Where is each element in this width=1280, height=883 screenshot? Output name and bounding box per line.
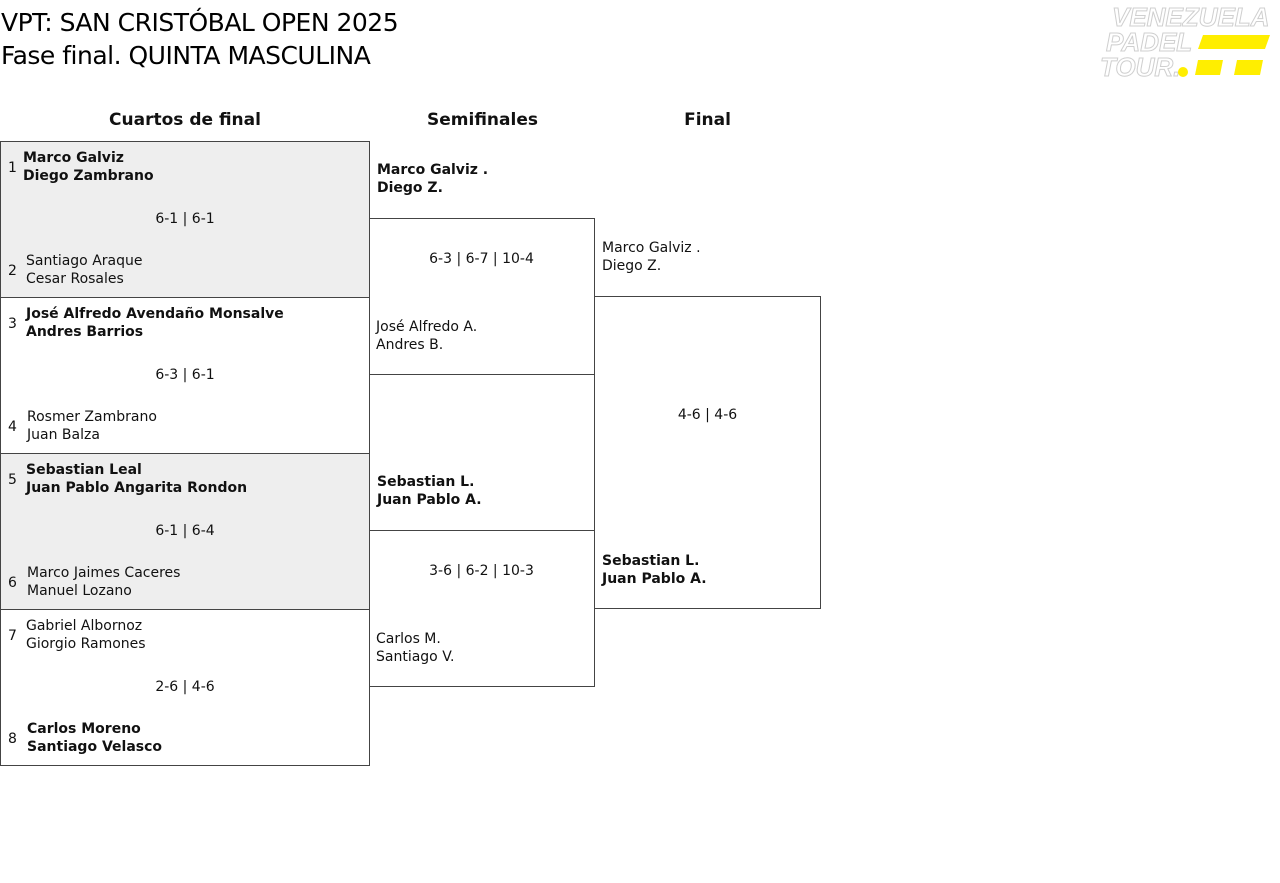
semifinal-1-team-top: Marco Galviz . Diego Z.: [377, 161, 488, 197]
venezuela-padel-tour-logo: VENEZUELA PADEL TOUR.: [1100, 2, 1270, 82]
semifinal-1-team-bottom: José Alfredo A. Andres B.: [376, 318, 477, 354]
seed-number: 6: [8, 575, 17, 591]
team-top: Marco Galviz Diego Zambrano: [23, 149, 154, 185]
semifinal-2-team-bottom: Carlos M. Santiago V.: [376, 630, 454, 666]
logo-line-1: VENEZUELA: [1112, 2, 1269, 32]
seed-number: 7: [8, 628, 17, 644]
player-name: Sebastian L.: [602, 553, 700, 569]
team-top: José Alfredo Avendaño Monsalve Andres Ba…: [26, 305, 284, 341]
player-name: Carlos M.: [376, 631, 441, 647]
match-score: 4-6 | 4-6: [677, 407, 738, 423]
player-name: Rosmer Zambrano: [27, 409, 157, 425]
final-team-top: Marco Galviz . Diego Z.: [602, 239, 701, 275]
semifinal-2-team-top: Sebastian L. Juan Pablo A.: [377, 473, 482, 509]
quarterfinal-match-3[interactable]: 5 Sebastian Leal Juan Pablo Angarita Ron…: [0, 453, 370, 610]
quarterfinal-match-1[interactable]: 1 Marco Galviz Diego Zambrano 6-1 | 6-1 …: [0, 141, 370, 298]
match-score: 6-1 | 6-1: [155, 211, 215, 227]
team-bottom: Santiago Araque Cesar Rosales: [26, 252, 142, 288]
player-name: Marco Galviz .: [377, 162, 489, 178]
player-name: Santiago Velasco: [27, 739, 163, 755]
player-name: Santiago Araque: [26, 253, 143, 269]
seed-number: 2: [8, 263, 17, 279]
team-bottom: Marco Jaimes Caceres Manuel Lozano: [27, 564, 180, 600]
player-name: Giorgio Ramones: [26, 636, 146, 652]
seed-number: 3: [8, 316, 17, 332]
player-name: Cesar Rosales: [26, 271, 124, 287]
round-header-semifinals: Semifinales: [427, 110, 538, 130]
team-bottom: Carlos Moreno Santiago Velasco: [27, 720, 162, 756]
match-score: 3-6 | 6-2 | 10-3: [429, 563, 534, 579]
player-name: Diego Z.: [377, 180, 443, 196]
player-name: Diego Z.: [602, 258, 662, 274]
player-name: Carlos Moreno: [27, 721, 141, 737]
page-title: VPT: SAN CRISTÓBAL OPEN 2025: [1, 8, 399, 37]
player-name: José Alfredo Avendaño Monsalve: [26, 306, 284, 322]
player-name: Juan Balza: [27, 427, 100, 443]
round-header-final: Final: [684, 110, 731, 130]
seed-number: 8: [8, 731, 17, 747]
quarterfinal-match-4[interactable]: 7 Gabriel Albornoz Giorgio Ramones 2-6 |…: [0, 609, 370, 766]
logo-line-3: TOUR.: [1100, 52, 1180, 82]
player-name: Juan Pablo A.: [377, 492, 482, 508]
team-top: Sebastian Leal Juan Pablo Angarita Rondo…: [26, 461, 247, 497]
logo-line-2: PADEL: [1106, 27, 1192, 57]
player-name: Santiago V.: [376, 649, 455, 665]
player-name: Marco Galviz: [23, 150, 124, 166]
match-score: 6-1 | 6-4: [155, 523, 215, 539]
semifinal-match-1[interactable]: 6-3 | 6-7 | 10-4 José Alfredo A. Andres …: [369, 218, 595, 375]
round-header-quarterfinals: Cuartos de final: [109, 110, 261, 130]
player-name: Sebastian Leal: [26, 462, 142, 478]
team-bottom: Rosmer Zambrano Juan Balza: [27, 408, 157, 444]
player-name: Juan Pablo Angarita Rondon: [26, 480, 248, 496]
match-score: 2-6 | 4-6: [155, 679, 215, 695]
semifinal-match-2[interactable]: 3-6 | 6-2 | 10-3 Carlos M. Santiago V.: [369, 530, 595, 687]
player-name: Andres B.: [376, 337, 444, 353]
final-match[interactable]: 4-6 | 4-6 Sebastian L. Juan Pablo A.: [594, 296, 821, 609]
quarterfinal-match-2[interactable]: 3 José Alfredo Avendaño Monsalve Andres …: [0, 297, 370, 454]
player-name: Diego Zambrano: [23, 168, 154, 184]
seed-number: 1: [8, 160, 17, 176]
player-name: Marco Jaimes Caceres: [27, 565, 181, 581]
page-subtitle: Fase final. QUINTA MASCULINA: [1, 41, 371, 70]
player-name: Marco Galviz .: [602, 240, 701, 256]
team-top: Gabriel Albornoz Giorgio Ramones: [26, 617, 146, 653]
logo-shapes: [1178, 35, 1270, 77]
seed-number: 5: [8, 472, 17, 488]
match-score: 6-3 | 6-1: [155, 367, 215, 383]
final-team-bottom: Sebastian L. Juan Pablo A.: [602, 552, 707, 588]
player-name: Gabriel Albornoz: [26, 618, 143, 634]
player-name: Juan Pablo A.: [602, 571, 707, 587]
seed-number: 4: [8, 419, 17, 435]
player-name: José Alfredo A.: [376, 319, 478, 335]
player-name: Sebastian L.: [377, 474, 475, 490]
match-score: 6-3 | 6-7 | 10-4: [429, 251, 534, 267]
player-name: Andres Barrios: [26, 324, 144, 340]
player-name: Manuel Lozano: [27, 583, 132, 599]
